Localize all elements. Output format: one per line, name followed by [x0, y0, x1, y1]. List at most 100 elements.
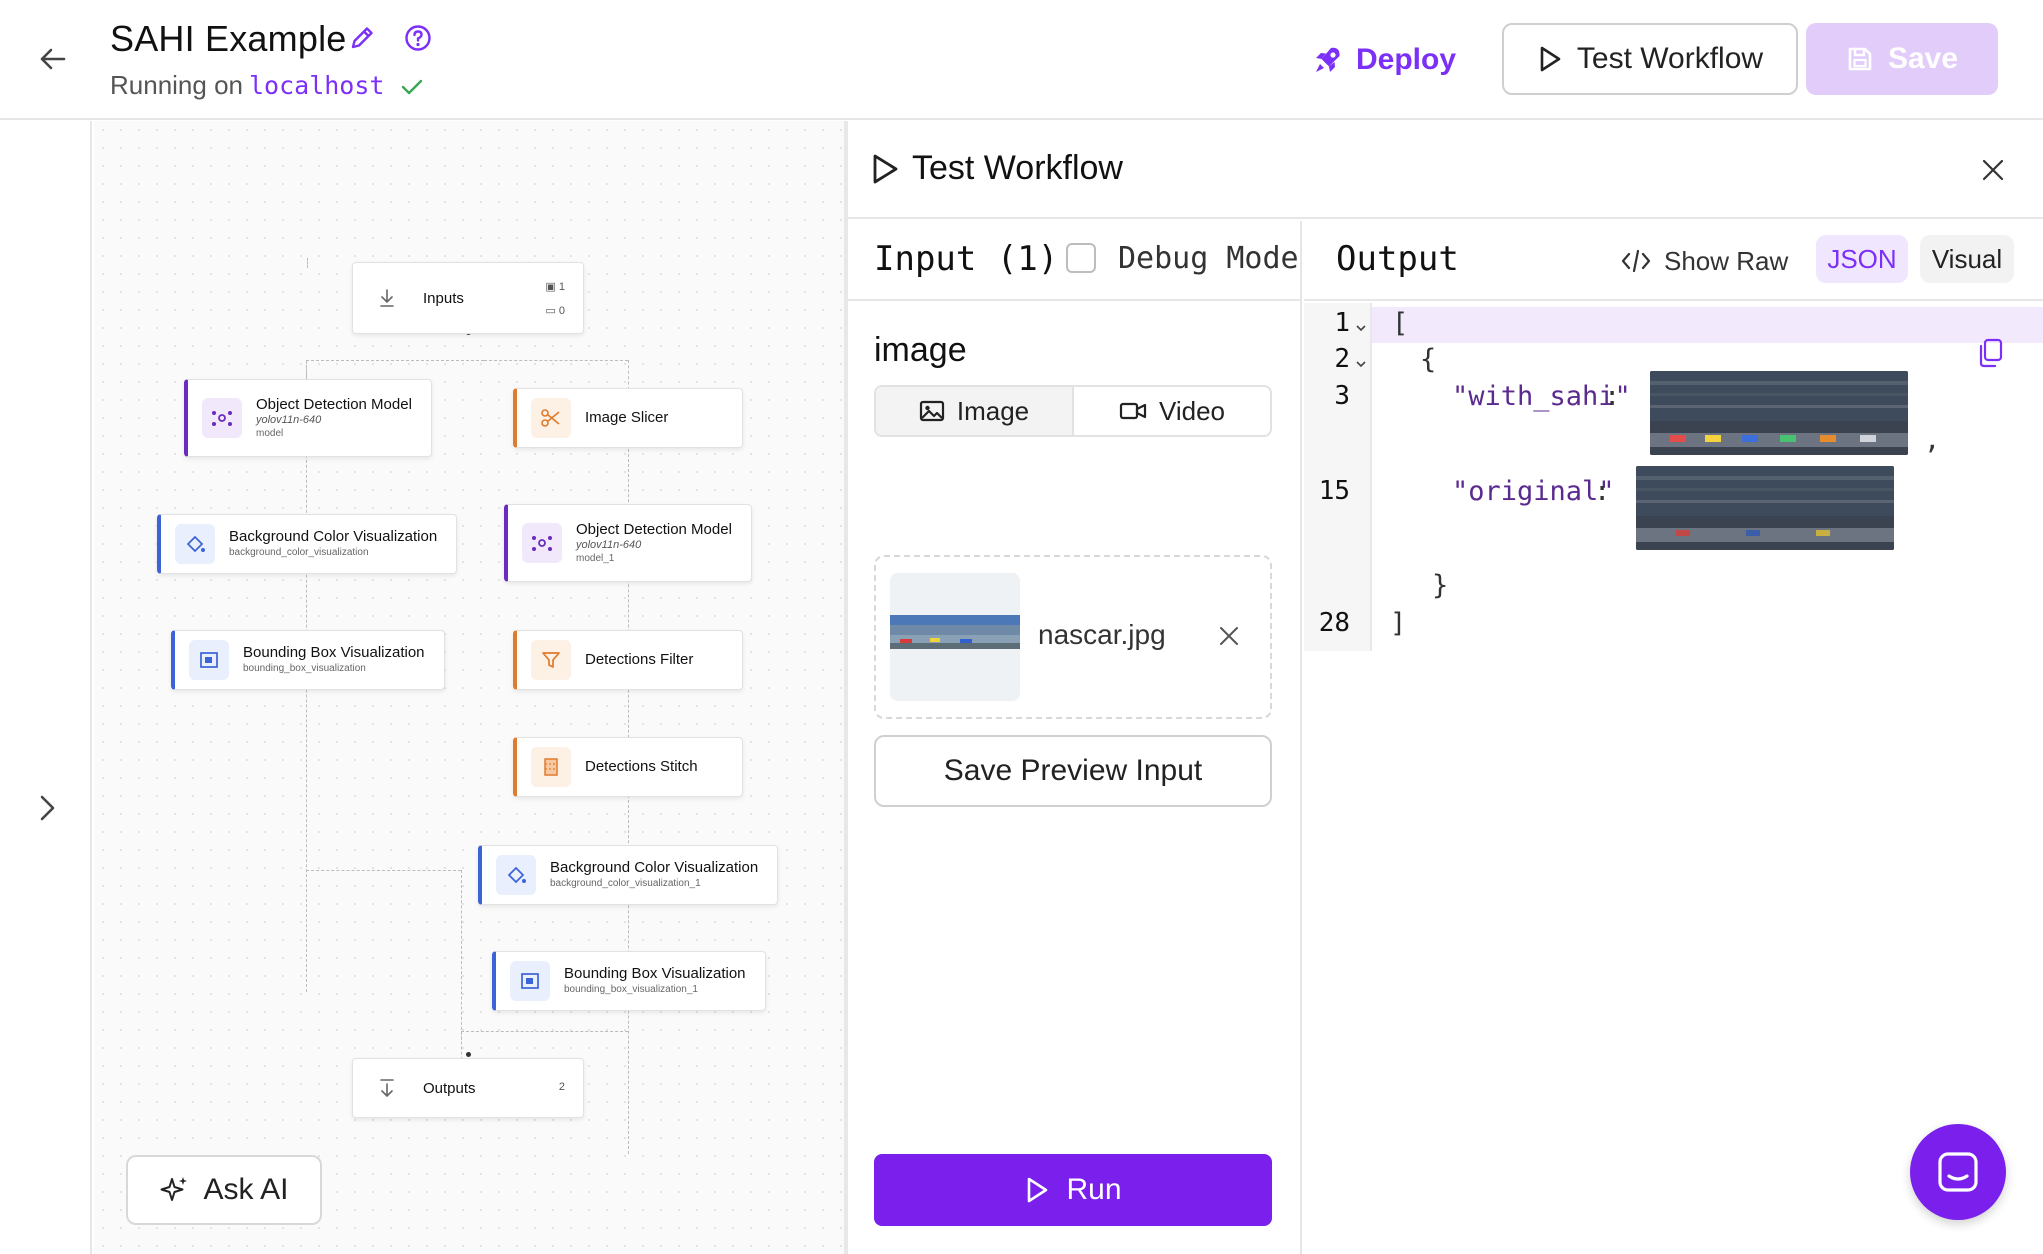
test-workflow-button[interactable]: Test Workflow: [1502, 23, 1798, 95]
code-comma: ,: [1924, 425, 1941, 456]
rocket-icon: [1316, 47, 1340, 72]
code-colon: :: [1604, 381, 1621, 412]
connector-dot: [466, 1052, 471, 1057]
line-number: 1: [1334, 308, 1350, 338]
node-object-detection-model-1[interactable]: Object Detection Model yolov11n-640 mode…: [504, 504, 752, 582]
node-title: Background Color Visualization: [550, 859, 759, 877]
chat-launcher-button[interactable]: [1910, 1124, 2006, 1220]
node-title: Bounding Box Visualization: [564, 965, 746, 983]
tab-image[interactable]: Image: [876, 387, 1074, 435]
node-id: model_1: [576, 553, 615, 564]
test-workflow-panel: Test Workflow Input (1) Debug Mode image…: [848, 121, 2043, 1254]
show-raw-button[interactable]: Show Raw: [1620, 241, 1788, 281]
tab-json[interactable]: JSON: [1816, 235, 1908, 283]
running-host: localhost: [249, 71, 385, 100]
node-outputs[interactable]: Outputs 2: [352, 1058, 584, 1118]
line-gutter: [1304, 303, 1372, 651]
node-title: Outputs: [423, 1079, 476, 1097]
deploy-button[interactable]: Deploy: [1312, 32, 1456, 88]
output-image-original[interactable]: [1636, 466, 1894, 550]
scissors-icon: [531, 398, 571, 438]
input-title: Input (1): [874, 239, 1059, 279]
play-icon: [1540, 46, 1561, 72]
save-disk-icon: [1848, 47, 1872, 71]
bounding-box-icon: [510, 961, 550, 1001]
edge: [307, 258, 308, 268]
edge: [461, 870, 462, 1040]
ask-ai-button[interactable]: Ask AI: [126, 1155, 322, 1225]
tab-visual[interactable]: Visual: [1920, 235, 2014, 283]
debug-mode-checkbox[interactable]: [1066, 243, 1096, 273]
panel-header: Test Workflow: [848, 121, 2043, 219]
debug-mode-label: Debug Mode: [1118, 241, 1299, 276]
back-arrow-icon[interactable]: [36, 42, 70, 76]
line-number: 2: [1334, 344, 1350, 374]
node-id: bounding_box_visualization_1: [564, 984, 698, 996]
workflow-canvas[interactable]: Inputs ▣ 1 ▭ 0 Object Detection Model yo…: [94, 121, 844, 1254]
left-rail: [0, 121, 92, 1254]
save-button[interactable]: Save: [1806, 23, 1998, 95]
panel-title: Test Workflow: [912, 149, 1123, 187]
play-icon: [873, 154, 898, 184]
node-background-color-visualization[interactable]: Background Color Visualization backgroun…: [157, 514, 457, 574]
bounding-box-icon: [189, 640, 229, 680]
play-icon: [1028, 1177, 1048, 1203]
chevron-down-icon[interactable]: [1354, 357, 1368, 371]
node-title: Object Detection Model: [256, 395, 412, 413]
line-number: 15: [1318, 476, 1350, 506]
edge: [484, 360, 628, 361]
image-count: 1: [558, 281, 565, 293]
node-title: Bounding Box Visualization: [243, 644, 425, 662]
node-bounding-box-visualization[interactable]: Bounding Box Visualization bounding_box_…: [171, 630, 445, 690]
node-background-color-visualization-1[interactable]: Background Color Visualization backgroun…: [478, 845, 778, 905]
check-icon: [401, 79, 422, 95]
close-icon[interactable]: [1218, 625, 1240, 647]
chevron-right-icon[interactable]: [32, 791, 62, 825]
node-detections-filter[interactable]: Detections Filter: [513, 630, 743, 690]
chat-icon: [1938, 1152, 1978, 1192]
output-column: Output Show Raw JSON Visual 1 2 3 15 28 …: [1304, 221, 2043, 1254]
download-icon: [380, 289, 394, 307]
code-key-original: "original": [1452, 476, 1615, 507]
node-title: Background Color Visualization: [229, 528, 438, 546]
tab-video[interactable]: Video: [1074, 387, 1270, 435]
chevron-down-icon[interactable]: [1354, 321, 1368, 335]
line-number: 3: [1334, 381, 1350, 411]
output-count: 2: [558, 1081, 565, 1093]
output-image-with-sahi[interactable]: [1650, 371, 1908, 455]
node-title: Detections Filter: [585, 650, 694, 668]
panel-resize-handle[interactable]: [844, 121, 848, 1254]
run-button[interactable]: Run: [874, 1154, 1272, 1226]
file-name: nascar.jpg: [1038, 619, 1166, 650]
output-title: Output: [1336, 239, 1459, 279]
edge: [306, 870, 461, 871]
copy-icon[interactable]: [1976, 337, 2004, 369]
save-preview-input-button[interactable]: Save Preview Input: [874, 735, 1272, 807]
model-icon: [202, 398, 242, 438]
close-icon[interactable]: [1980, 157, 2006, 183]
output-icon: [380, 1079, 394, 1098]
ask-ai-label: Ask AI: [203, 1173, 289, 1206]
code-open-brace: {: [1420, 344, 1437, 375]
node-inputs[interactable]: Inputs ▣ 1 ▭ 0: [352, 262, 584, 334]
file-dropzone[interactable]: nascar.jpg: [874, 555, 1272, 719]
code-key-with-sahi: "with_sahi": [1452, 381, 1631, 412]
node-object-detection-model[interactable]: Object Detection Model yolov11n-640 mode…: [184, 379, 432, 457]
save-label: Save: [1887, 42, 1959, 75]
node-image-slicer[interactable]: Image Slicer: [513, 388, 743, 448]
node-detections-stitch[interactable]: Detections Stitch: [513, 737, 743, 797]
run-label: Run: [1066, 1173, 1122, 1206]
node-bounding-box-visualization-1[interactable]: Bounding Box Visualization bounding_box_…: [492, 951, 766, 1011]
pencil-icon[interactable]: [346, 22, 378, 54]
node-title: Detections Stitch: [585, 757, 698, 775]
input-column: Input (1) Debug Mode image Image Video: [848, 221, 1302, 1254]
tab-image-label: Image: [956, 395, 1030, 426]
node-model: yolov11n-640: [576, 539, 642, 552]
code-close-brace: }: [1432, 570, 1449, 601]
image-count-icon: ▣: [545, 281, 556, 293]
deploy-label: Deploy: [1356, 43, 1457, 76]
input-type-toggle: Image Video: [874, 385, 1272, 437]
help-icon[interactable]: [402, 22, 434, 54]
